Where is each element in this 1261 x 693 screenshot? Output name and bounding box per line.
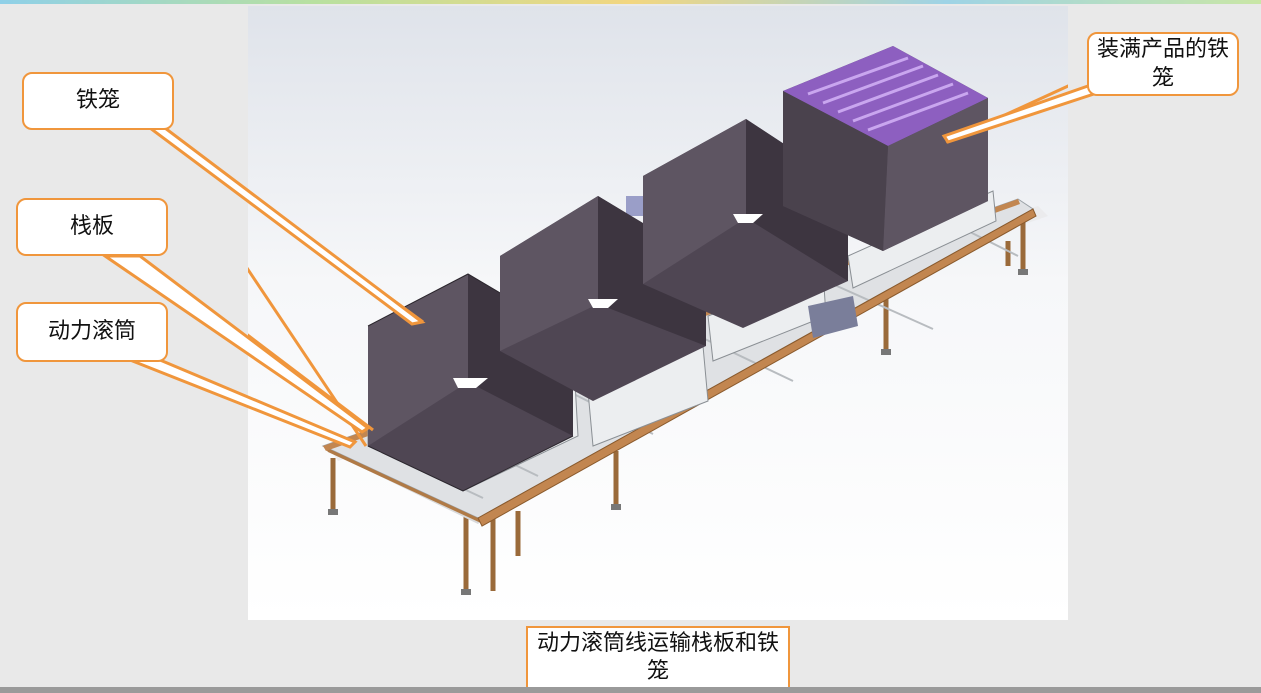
drive-box	[808, 296, 858, 338]
products	[807, 56, 969, 132]
top-accent-bar	[0, 0, 1261, 4]
roller-conveyor-illustration	[248, 46, 1068, 595]
callout-roller: 动力滚筒	[16, 302, 168, 362]
bottom-bar	[0, 687, 1261, 693]
figure-caption: 动力滚筒线运输栈板和铁笼	[526, 626, 790, 690]
rail-left	[323, 446, 483, 524]
drive-box-back	[626, 196, 646, 216]
callout-pallet: 栈板	[16, 198, 168, 256]
full-iron-cage	[783, 46, 988, 251]
callout-cage: 铁笼	[22, 72, 174, 130]
diagram-canvas	[248, 6, 1068, 620]
leg-feet	[328, 269, 1028, 595]
callout-full-cage: 装满产品的铁笼	[1087, 32, 1239, 96]
